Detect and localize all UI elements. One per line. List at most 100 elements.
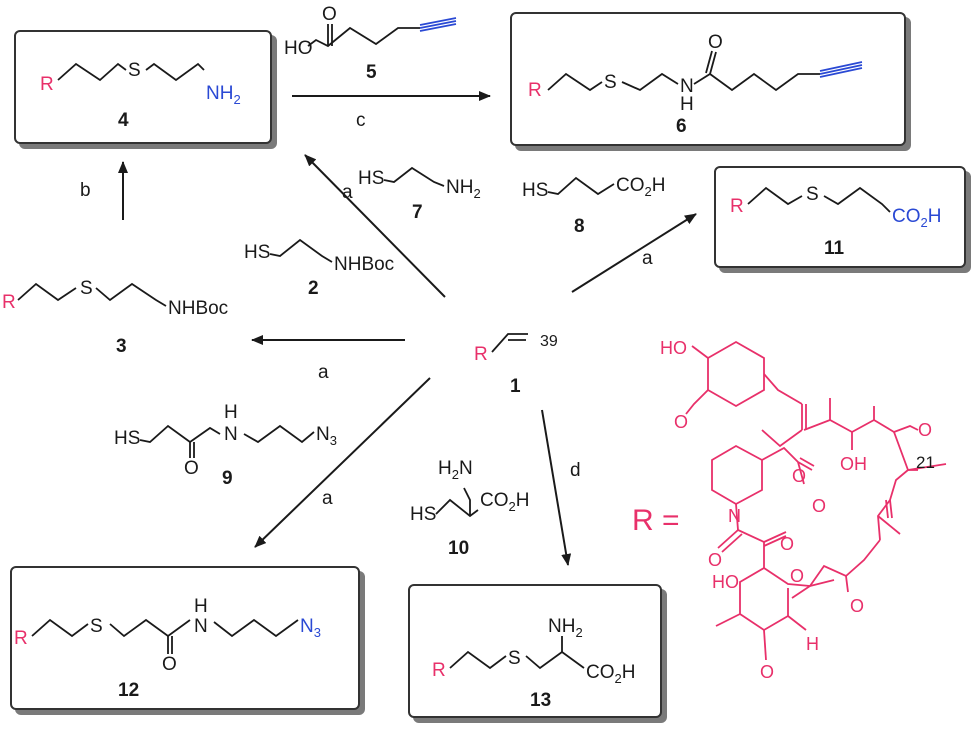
- arrow-to-13: [541, 409, 572, 566]
- cond-to6: c: [356, 110, 366, 131]
- r-group-structure: [685, 340, 947, 661]
- c1-position: 39: [540, 333, 558, 350]
- c12-number: 12: [118, 680, 139, 701]
- c11-co-text: CO: [892, 206, 921, 227]
- c8-h-text: H: [652, 175, 666, 196]
- c9-hs: HS: [114, 428, 140, 449]
- arrow-to-11: [571, 213, 697, 293]
- c3-number: 3: [116, 336, 127, 357]
- cond-to4: a: [342, 182, 353, 203]
- c10-h2n: H2N: [438, 458, 473, 482]
- c6-s: S: [604, 72, 617, 93]
- cond-to4from3: b: [80, 180, 91, 201]
- c13-r: R: [432, 660, 446, 681]
- c13-s: S: [508, 648, 521, 669]
- c7-nh2: NH2: [446, 177, 481, 201]
- reaction-arrows: [118, 91, 697, 566]
- c9-n3: N3: [316, 424, 337, 448]
- arrow-to-12: [254, 377, 431, 548]
- c6-r: R: [528, 80, 542, 101]
- c8-hs: HS: [522, 180, 548, 201]
- rgroup-n: N: [728, 506, 741, 526]
- rgroup-o-pyran: O: [790, 566, 804, 586]
- c6-n: N: [680, 76, 694, 97]
- c4-nh-text: NH: [206, 83, 233, 104]
- c7-hs: HS: [358, 168, 384, 189]
- c6-h: H: [680, 94, 694, 115]
- c12-n-subscript: 3: [314, 625, 321, 640]
- c3-s: S: [80, 278, 93, 299]
- c11-co2h: CO2H: [892, 206, 941, 230]
- c9-n-text: N: [316, 424, 330, 445]
- c10-co2h: CO2H: [480, 490, 529, 514]
- c11-co-subscript: 2: [921, 215, 928, 230]
- box-compound-12: [10, 566, 360, 710]
- rgroup-o-ester: O: [792, 466, 806, 486]
- rgroup-oh: OH: [840, 454, 867, 474]
- c9-number: 9: [222, 468, 233, 489]
- rgroup-o-ketone: O: [918, 420, 932, 440]
- rgroup-o-me2: O: [850, 596, 864, 616]
- c13-co2h: CO2H: [586, 662, 635, 686]
- cond-to3: a: [318, 362, 329, 383]
- c13-nh-text: NH: [548, 616, 575, 637]
- c8-co2h: CO2H: [616, 175, 665, 199]
- c3-nhboc: NHBoc: [168, 298, 228, 319]
- c12-h: H: [194, 596, 208, 617]
- c11-s: S: [806, 184, 819, 205]
- c7-number: 7: [412, 202, 423, 223]
- c5-number: 5: [366, 62, 377, 83]
- c2-nhboc: NHBoc: [334, 254, 394, 275]
- cond-to11: a: [642, 248, 653, 269]
- c12-r: R: [14, 628, 28, 649]
- arrow-to-4: [304, 154, 446, 298]
- c5-ho: HO: [284, 38, 313, 59]
- c4-number: 4: [118, 110, 129, 131]
- c6-o: O: [708, 32, 723, 53]
- cond-to13: d: [570, 460, 581, 481]
- c11-r: R: [730, 196, 744, 217]
- rgroup-o-dk1: O: [708, 550, 722, 570]
- c10-h-subscript: 2: [452, 467, 459, 482]
- cond-to12: a: [322, 488, 333, 509]
- r-group-labels: R = HO O O O OH O N O O HO O H O O 21: [632, 338, 935, 682]
- c1-number: 1: [510, 376, 521, 397]
- box-compound-11: [714, 166, 966, 268]
- box-compound-13: [408, 584, 662, 718]
- c8-number: 8: [574, 216, 585, 237]
- c10-co-text: CO: [480, 490, 509, 511]
- c13-nh-subscript: 2: [575, 625, 582, 640]
- rgroup-o-methoxy: O: [674, 412, 688, 432]
- c1-r: R: [474, 344, 488, 365]
- c13-nh2: NH2: [548, 616, 583, 640]
- c2-number: 2: [308, 278, 319, 299]
- c9-h: H: [224, 402, 238, 423]
- c13-co-text: CO: [586, 662, 615, 683]
- c4-r: R: [40, 74, 54, 95]
- c9-n: N: [224, 424, 238, 445]
- c11-h-text: H: [928, 206, 942, 227]
- c5-o: O: [322, 4, 337, 25]
- box-compound-6: [510, 12, 906, 146]
- c3-r: R: [2, 292, 16, 313]
- c10-hs: HS: [410, 504, 436, 525]
- c9-o: O: [184, 458, 199, 479]
- rgroup-label: R =: [632, 504, 680, 537]
- c7-nh-subscript: 2: [473, 186, 480, 201]
- c12-n-text: N: [300, 616, 314, 637]
- rgroup-o-me3: O: [760, 662, 774, 682]
- blue-bonds: [419, 17, 863, 78]
- rgroup-ho: HO: [660, 338, 687, 358]
- c13-co-subscript: 2: [615, 671, 622, 686]
- rgroup-o-ester2: O: [812, 496, 826, 516]
- c12-o: O: [162, 654, 177, 675]
- rgroup-pos21: 21: [916, 453, 935, 472]
- c2-hs: HS: [244, 242, 270, 263]
- c7-nh-text: NH: [446, 177, 473, 198]
- c10-h-text: H: [438, 458, 452, 479]
- c4-nh2: NH2: [206, 83, 241, 107]
- rgroup-h: H: [806, 634, 819, 654]
- c12-s: S: [90, 616, 103, 637]
- c10-co-subscript: 2: [509, 499, 516, 514]
